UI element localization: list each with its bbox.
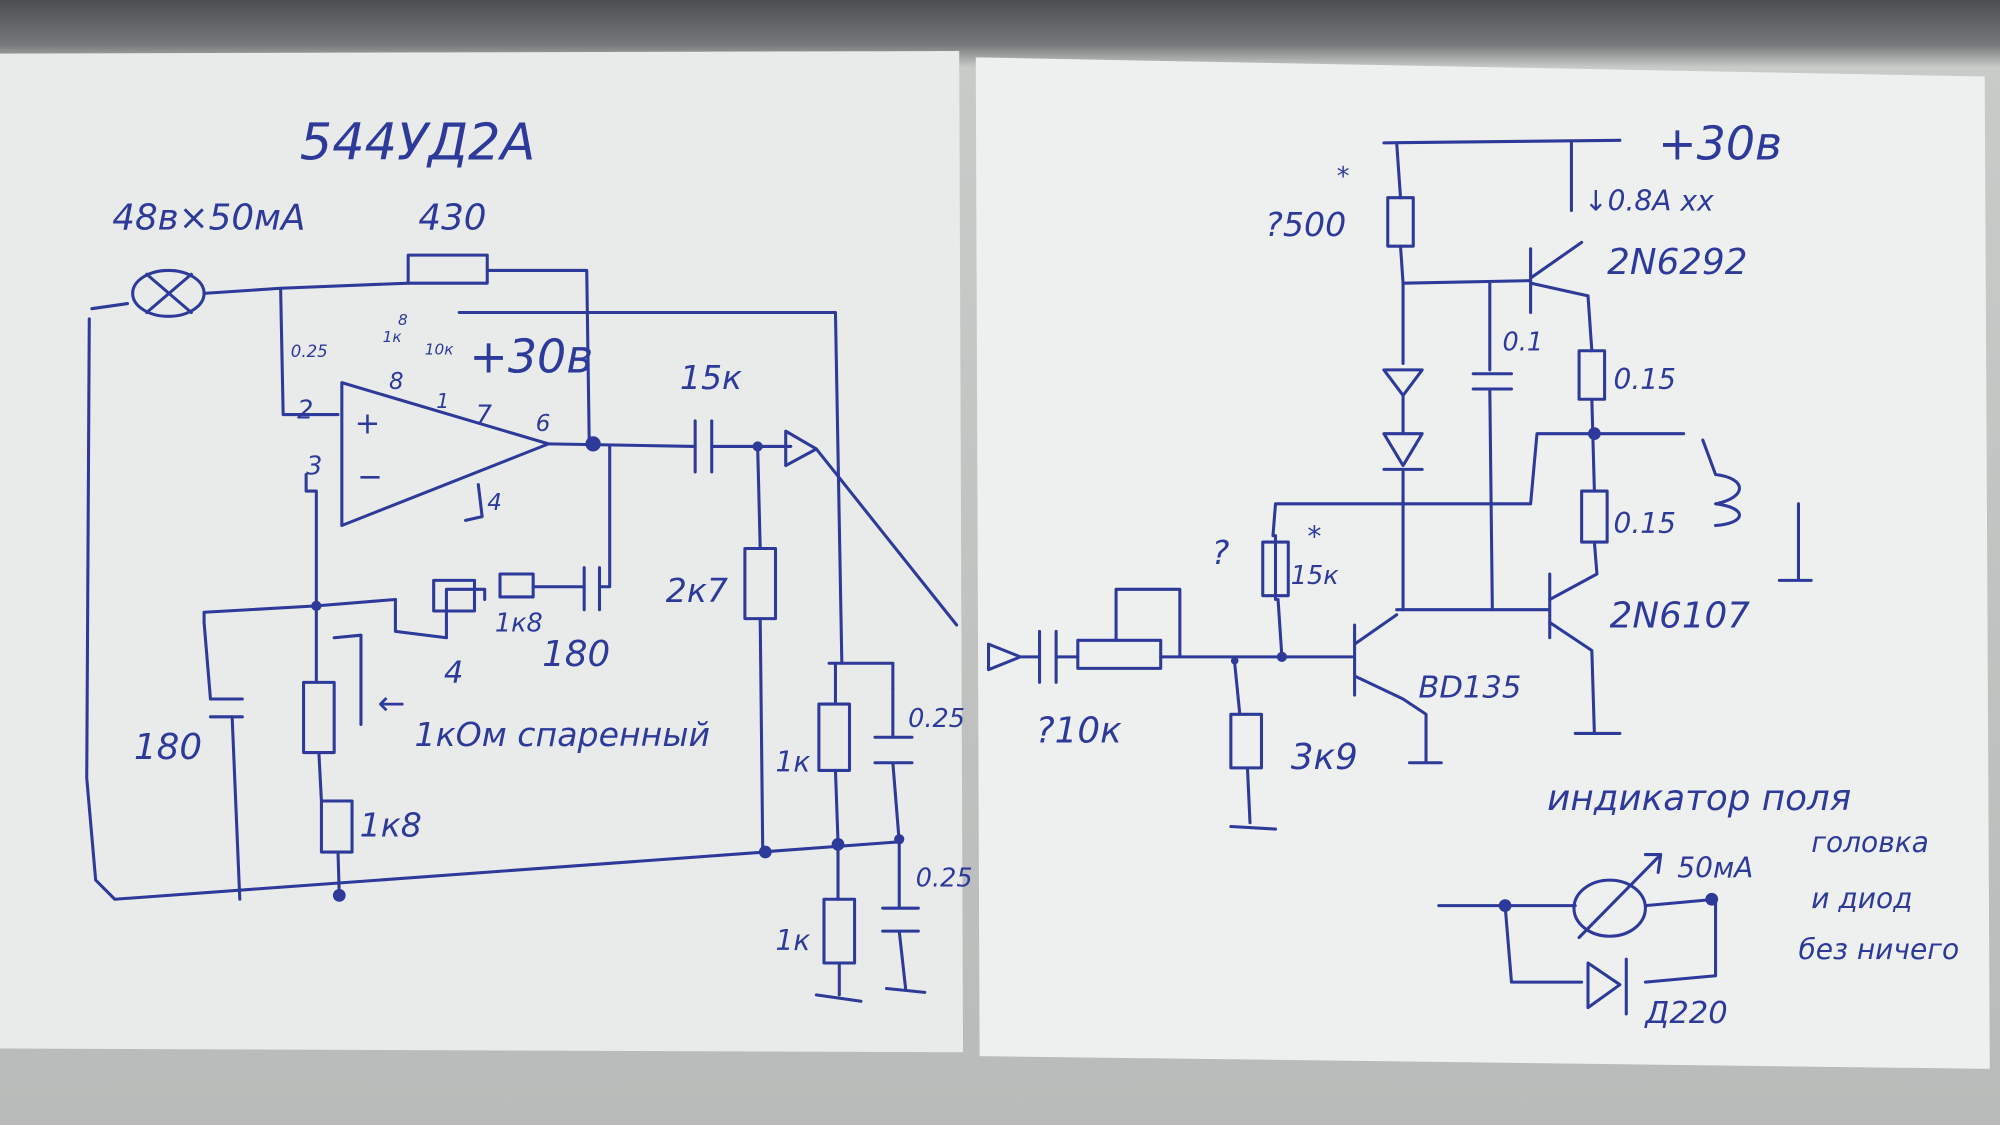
minus-input-label: − — [357, 460, 383, 495]
meter-symbol — [1572, 878, 1647, 938]
thermistor — [432, 578, 477, 613]
r-comp2-label: 10к — [425, 341, 454, 359]
indicator-line-4: без ничего — [1798, 933, 1959, 966]
left-circuit-wires — [85, 253, 959, 1003]
resistor-1k8-b-label: 1к8 — [360, 806, 422, 845]
right-junction-dots — [1230, 427, 1719, 912]
pin-6-label: 6 — [536, 411, 551, 437]
resistor-3k9-label: 3к9 — [1291, 737, 1358, 778]
indicator-line-2: головка — [1811, 826, 1929, 859]
r-comp1-label: 1к — [383, 328, 403, 346]
c-comp-label: 0.25 — [291, 342, 328, 361]
resistor-015-b-label: 0.15 — [1614, 507, 1676, 540]
resistor-1k-a-label: 1к — [776, 746, 811, 779]
idle-current-label: ↓0.8А хх — [1584, 184, 1714, 217]
star-500: * — [1337, 162, 1350, 192]
resistor-15k — [1261, 540, 1290, 598]
resistor-1k8-a-label: 1к8 — [495, 608, 543, 638]
diode-label: Д220 — [1643, 996, 1727, 1031]
transistor-bd135-label: BD135 — [1418, 671, 1521, 706]
pin-8-label: 8 — [389, 369, 404, 395]
arrow-to-pot: ← — [378, 683, 406, 722]
resistor-10k — [1076, 638, 1163, 670]
transistor-2n6107-label: 2N6107 — [1610, 596, 1751, 637]
opamp-triangle — [340, 381, 550, 528]
cap-025-a-label: 0.25 — [908, 704, 965, 734]
right-paper-sheet — [975, 57, 1990, 1069]
indicator-title: индикатор поля — [1547, 778, 1851, 819]
cap-180-b-label: 180 — [134, 727, 202, 768]
opamp-title: 544УД2А — [300, 113, 536, 172]
resistor-1k-b-label: 1к — [776, 924, 811, 957]
pin-2-label: 2 — [297, 395, 313, 425]
left-junction-dots — [311, 436, 905, 902]
pin-1-label: 1 — [436, 389, 449, 413]
pin-4-label: 4 — [487, 490, 502, 516]
pin-3-label: 3 — [306, 451, 322, 481]
left-paper-sheet — [0, 51, 964, 1053]
r-comp1-pin-label: 8 — [398, 311, 408, 329]
resistor-015-a-label: 0.15 — [1614, 363, 1676, 396]
lamp-label: 48в×50мА — [112, 198, 305, 239]
plus-input-label: + — [355, 407, 381, 442]
right-labels: +30в * ?500 ↓0.8А хх 2N6292 0.1 0.15 0.1… — [1036, 116, 1959, 1031]
star-15k: * — [1307, 520, 1321, 553]
left-labels: 544УД2А 48в×50мА 430 0.25 1к 8 10к +30в … — [112, 113, 972, 957]
supply-label-left: +30в — [469, 329, 593, 383]
cap-025-b-label: 0.25 — [916, 863, 973, 893]
thermistor-label: 4 — [444, 655, 463, 690]
pin-7-label: 7 — [476, 400, 492, 430]
resistor-430-label: 430 — [418, 198, 486, 239]
cap-180-a-label: 180 — [542, 634, 610, 675]
pot-label: 1кОм спаренный — [415, 715, 711, 754]
supply-label-right: +30в — [1658, 116, 1782, 170]
question-mark: ? — [1212, 533, 1230, 572]
transistor-2n6292-label: 2N6292 — [1607, 242, 1747, 283]
resistor-2k7-label: 2к7 — [666, 571, 728, 610]
indicator-line-3: и диод — [1811, 882, 1912, 915]
resistor-500-label: ?500 — [1265, 205, 1346, 244]
cap-15k-label: 15к — [680, 358, 742, 397]
cap-01-label: 0.1 — [1503, 328, 1544, 358]
resistor-10k-label: ?10к — [1036, 710, 1122, 751]
meter-label: 50мА — [1677, 852, 1753, 885]
resistor-15k-label: 15к — [1291, 561, 1339, 591]
